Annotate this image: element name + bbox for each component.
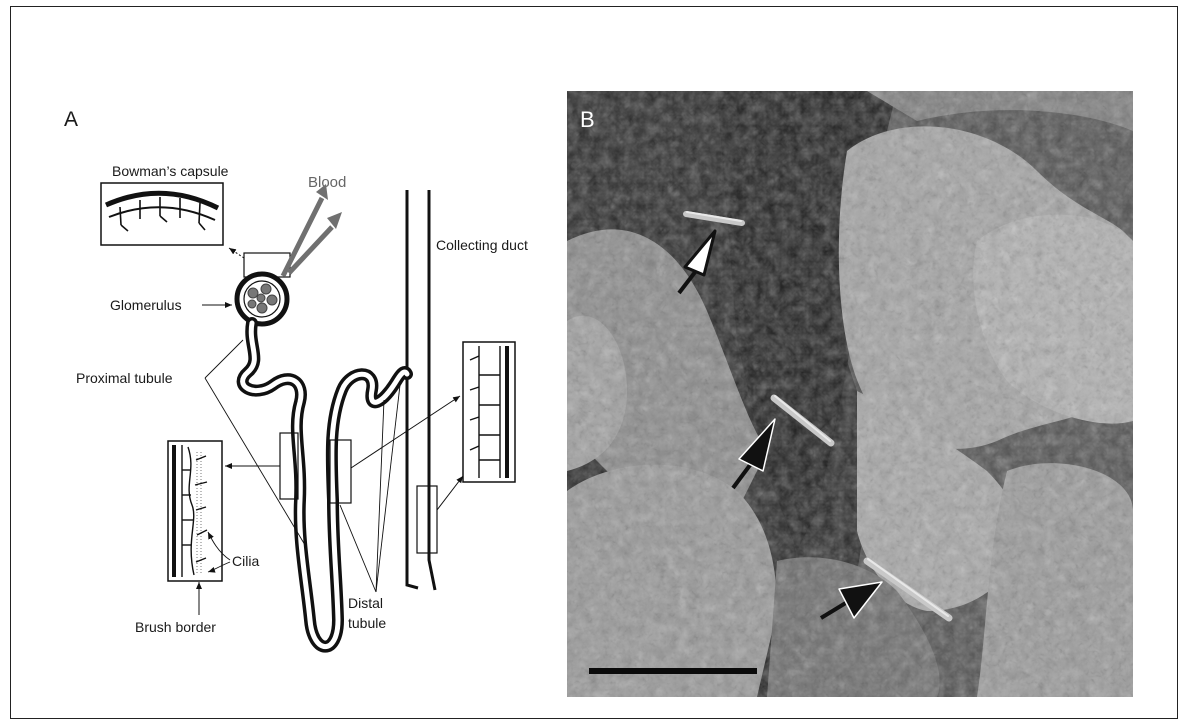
bowmans-capsule-inset bbox=[101, 183, 223, 245]
distal-tubule-label-1: Distal bbox=[348, 595, 383, 611]
sem-micrograph: B bbox=[567, 91, 1133, 697]
scale-bar bbox=[589, 668, 757, 674]
distal-tubule-pointers bbox=[340, 385, 400, 592]
cilia-label: Cilia bbox=[232, 553, 259, 569]
capsule-callout-line bbox=[229, 248, 244, 258]
glomerulus-label: Glomerulus bbox=[110, 297, 182, 313]
duct-inset-pointer bbox=[437, 476, 463, 510]
blood-arrows bbox=[283, 184, 342, 276]
proximal-tubule-inset bbox=[168, 441, 222, 581]
collecting-duct-label: Collecting duct bbox=[436, 237, 528, 253]
proximal-tubule-label: Proximal tubule bbox=[76, 370, 173, 386]
filled-arrow-cilium-3 bbox=[821, 582, 882, 618]
duct-callout-box bbox=[417, 486, 437, 553]
duct-inset bbox=[463, 342, 515, 482]
blood-label: Blood bbox=[308, 174, 346, 191]
distal-tubule-label-2: tubule bbox=[348, 615, 386, 631]
panel-b-letter: B bbox=[580, 107, 595, 132]
panel-a-letter: A bbox=[64, 108, 78, 131]
filled-arrow-cilium-2 bbox=[733, 419, 775, 488]
brush-border-label: Brush border bbox=[135, 619, 216, 635]
open-arrow-cilium-1 bbox=[679, 231, 715, 293]
glomerulus bbox=[237, 274, 287, 324]
bowmans-capsule-label: Bowman’s capsule bbox=[112, 163, 229, 179]
collecting-duct bbox=[407, 190, 435, 590]
